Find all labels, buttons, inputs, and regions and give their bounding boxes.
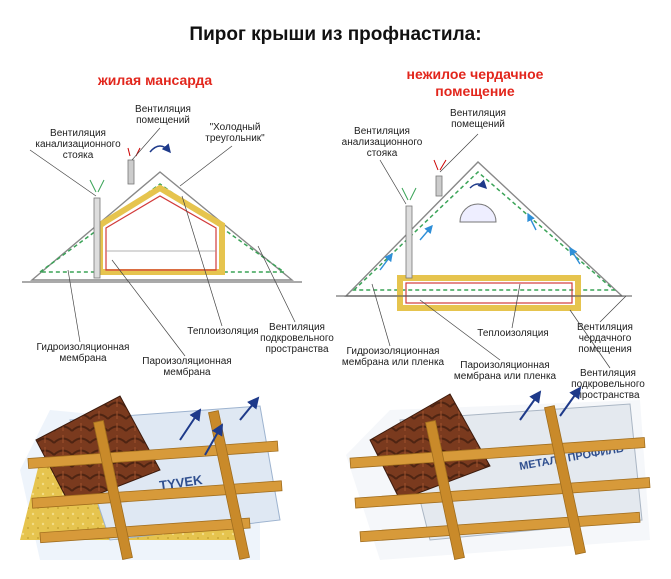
right-leader-vent-attic <box>599 295 627 323</box>
left-batten-1 <box>27 440 279 469</box>
right-chimney-vent <box>435 175 443 197</box>
right-rafter-1 <box>425 420 465 560</box>
left-chimney-vent <box>127 159 135 185</box>
right-label-vapor: Пароизоляционная мембрана или пленка <box>453 360 557 382</box>
right-leader-vent-rooms <box>439 133 479 173</box>
left-label-vapor: Пароизоляционная мембрана <box>142 356 232 378</box>
right-leader-vapor <box>419 299 501 361</box>
right-leader-vent-underroof <box>569 309 611 369</box>
left-air-arrow-3 <box>239 396 260 421</box>
right-vapor-barrier <box>405 282 573 304</box>
left-leader-vapor <box>111 259 186 357</box>
left-label-insulation: Теплоизоляция <box>187 326 259 337</box>
right-leader-sewer <box>379 159 407 205</box>
left-sewer-stack <box>93 197 101 279</box>
left-air-arrow-2 <box>204 423 223 456</box>
left-label-vent-rooms: Вентиляция помещений <box>135 104 191 126</box>
right-sewer-stack <box>405 205 413 279</box>
right-roof-section <box>336 133 632 369</box>
right-subtitle: нежилое чердачное помещение <box>406 66 544 99</box>
left-leader-sewer <box>29 149 97 197</box>
left-leader-vent-underroof <box>257 245 296 323</box>
right-label-vent-rooms: Вентиляция помещений <box>450 108 506 130</box>
left-sewer-vent-arrows <box>89 179 105 193</box>
right-leader-waterproof <box>371 283 391 347</box>
left-label-vent-sewer: Вентиляция канализационного стояка <box>35 128 121 161</box>
right-batten-1 <box>349 437 646 469</box>
right-label-vent-underroof: Вентиляция подкровельного пространства <box>571 368 645 401</box>
left-air-arrow-1 <box>179 408 202 441</box>
left-batten-2 <box>31 480 283 509</box>
left-batten-3 <box>39 517 251 544</box>
right-batten-2 <box>354 477 651 509</box>
right-dormer-vent <box>459 203 497 223</box>
left-vent-rooms-arrows <box>127 147 141 157</box>
right-attic-arrow-4 <box>569 246 581 265</box>
right-cutaway-tiles <box>369 393 491 501</box>
left-label-waterproof: Гидроизоляционная мембрана <box>36 342 130 364</box>
right-insulation-layer <box>397 275 581 311</box>
right-waterproof-membrane <box>352 170 617 291</box>
left-ridge-arrow <box>149 143 171 154</box>
right-attic-arrow-1 <box>379 252 393 271</box>
left-subtitle: жилая мансарда <box>97 72 213 88</box>
right-label-vent-sewer: Вентиляция анализационного стояка <box>341 126 423 159</box>
right-vent-rooms-arrows <box>433 159 447 171</box>
right-attic-arrow-2 <box>419 224 433 241</box>
right-roof-cutaway: МЕТАЛЛ ПРОФИЛЬ <box>346 386 651 560</box>
right-air-arrow-1 <box>519 390 542 421</box>
right-rafter-2 <box>544 405 586 555</box>
page-title: Пирог крыши из профнастила: <box>189 24 482 45</box>
left-rafter-2 <box>208 410 250 560</box>
left-vapor-barrier <box>105 195 217 271</box>
right-leader-insulation <box>511 283 521 329</box>
left-leader-insulation <box>181 195 223 327</box>
left-insulation-layer <box>97 184 225 275</box>
left-label-cold-triangle: "Холодный треугольник" <box>205 122 265 144</box>
right-label-insulation: Теплоизоляция <box>477 328 549 339</box>
left-roof-section <box>22 127 302 357</box>
left-cutaway-tiles <box>35 395 161 506</box>
left-label-vent-underroof: Вентиляция подкровельного пространства <box>260 322 334 355</box>
right-attic-arrow-3 <box>527 212 537 231</box>
right-ridge-arrow <box>469 179 488 190</box>
right-label-waterproof: Гидроизоляционная мембрана или пленка <box>341 346 445 368</box>
right-sewer-vent-arrows <box>401 187 417 201</box>
left-leader-cold-triangle <box>179 145 233 187</box>
right-air-arrow-2 <box>559 386 582 417</box>
left-leader-vent-rooms <box>131 127 161 161</box>
left-rafter-1 <box>93 420 133 560</box>
left-roof-cutaway: TYVEK <box>20 395 283 560</box>
left-leader-waterproof <box>67 269 81 343</box>
right-label-vent-attic: Вентиляция чердачного помещения <box>577 322 633 355</box>
